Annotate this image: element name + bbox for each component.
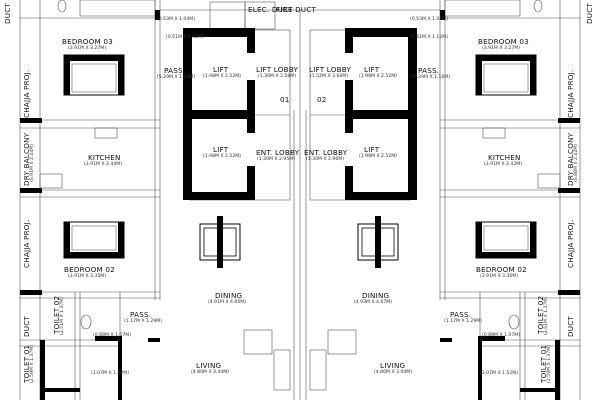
furniture (39, 0, 561, 391)
right-dining-label: DINING (362, 291, 390, 300)
unit-02-label: 02 (317, 95, 327, 104)
left-toilet-01-size: (2.59M X 1.37M) (30, 344, 35, 383)
left-dim-1: (0.51M X 1.12M) (166, 35, 205, 40)
right-pass-upper-size: (5.29M X 1.16M) (412, 75, 451, 80)
left-dim-4: (1.07M X 1.52M) (91, 371, 130, 376)
lift-tl-label: LIFT (213, 65, 229, 74)
right-pass-upper-label: PASS. (418, 66, 440, 75)
lift-tr-size: (1.98M X 2.52M) (359, 74, 398, 79)
right-pass-lower-label: PASS. (450, 310, 472, 319)
right-dry-balcony-size: (0.88M X 2.42M) (574, 143, 579, 182)
lift-lobby-left-size: (1.30M X 2.58M) (258, 74, 297, 79)
left-kitchen-size: (3.91M X 2.44M) (84, 162, 123, 167)
ent-lobby-right-size: (1.30M X 2.96M) (306, 157, 345, 162)
left-chajja-lower-label: CHAJJA PROJ. (22, 219, 31, 268)
right-dim-4: (1.07M X 1.52M) (480, 371, 519, 376)
right-dim-3: (0.88M X 1.07M) (482, 333, 521, 338)
right-living-label: LIVING (380, 361, 406, 370)
right-living-size: (4.80M X 3.44M) (374, 370, 413, 375)
left-bedroom-03-label: BEDROOM 03 (62, 37, 113, 46)
left-living-size: (4.80M X 3.44M) (191, 370, 230, 375)
lift-br-size: (1.98M X 2.52M) (359, 154, 398, 159)
left-pass-upper-label: PASS. (164, 66, 186, 75)
left-dining-size: (4.91M X 4.66M) (208, 300, 247, 305)
lift-lobby-left-label: LIFT LOBBY (256, 65, 299, 74)
right-chajja-upper-label: CHAJJA PROJ. (566, 69, 575, 118)
right-bedroom-03-size: (3.91M X 3.27M) (482, 46, 521, 51)
right-chajja-lower-label: CHAJJA PROJ. (566, 219, 575, 268)
right-bedroom-03-label: BEDROOM 03 (478, 37, 529, 46)
left-pass-upper-size: (5.29M X 1.19M) (157, 75, 196, 80)
right-pass-lower-size: (1.17M X 1.29M) (444, 319, 483, 324)
left-dim-3: (0.88M X 1.07M) (93, 333, 132, 338)
lift-br-label: LIFT (364, 145, 380, 154)
left-duct-upper-label: DUCT (3, 2, 12, 24)
right-kitchen-label: KITCHEN (488, 153, 521, 162)
lift-tr-label: LIFT (364, 65, 380, 74)
left-chajja-upper-label: CHAJJA PROJ. (22, 69, 31, 118)
left-bedroom-02-size: (3.91M X 3.35M) (68, 274, 107, 279)
right-dim-1: (0.51M X 1.12M) (410, 35, 449, 40)
left-pass-lower-label: PASS. (130, 310, 152, 319)
left-bedroom-03-size: (3.91M X 3.27M) (68, 46, 107, 51)
left-kitchen-label: KITCHEN (88, 153, 121, 162)
ent-lobby-left-size: (1.30M X 2.95M) (257, 157, 296, 162)
fire-duct-label: FIRE DUCT (276, 5, 317, 14)
lift-lobby-right-label: LIFT LOBBY (309, 65, 352, 74)
right-dining-size: (4.93M X 4.67M) (354, 300, 393, 305)
ent-lobby-left-label: ENT. LOBBY (256, 148, 300, 157)
unit-01-label: 01 (280, 95, 290, 104)
right-duct-lower-label: DUCT (566, 315, 575, 337)
elec-duct-label: ELEC. DUCT (248, 5, 293, 14)
right-kitchen-size: (3.91M X 2.42M) (484, 162, 523, 167)
left-dining-label: DINING (215, 291, 243, 300)
left-living-label: LIVING (196, 361, 222, 370)
left-toilet-02-size: (2.51M X 1.37M) (60, 296, 65, 335)
left-bedroom-02-label: BEDROOM 02 (64, 265, 115, 274)
right-dim-2: (0.53M X 1.00M) (410, 17, 449, 22)
thick-walls (20, 10, 580, 400)
lift-lobby-right-size: (1.52M X 3.66M) (310, 74, 349, 79)
right-duct-upper-label: DUCT (585, 2, 594, 24)
lift-bl-size: (1.98M X 2.52M) (203, 154, 242, 159)
left-duct-lower-label: DUCT (22, 315, 31, 337)
left-dim-2: (0.53M X 1.04M) (157, 17, 196, 22)
lift-tl-size: (1.98M X 2.52M) (203, 74, 242, 79)
right-bedroom-02-label: BEDROOM 02 (476, 265, 527, 274)
left-pass-lower-size: (1.17M X 1.29M) (124, 319, 163, 324)
ent-lobby-right-label: ENT. LOBBY (304, 148, 348, 157)
left-dry-balcony-size: (0.91M X 2.44M) (30, 143, 35, 182)
lift-bl-label: LIFT (213, 145, 229, 154)
right-bedroom-02-size: (3.91M X 3.35M) (480, 274, 519, 279)
right-toilet-01-size: (2.59M X 1.37M) (547, 344, 552, 383)
right-toilet-02-size: (2.51M X 1.37M) (544, 296, 549, 335)
